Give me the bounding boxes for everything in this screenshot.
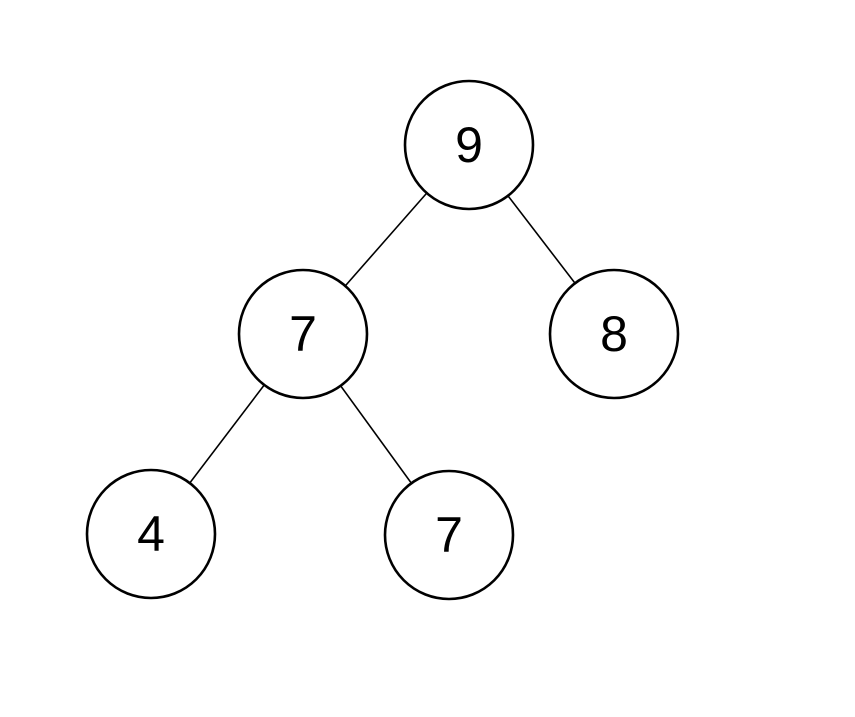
tree-node-root: 9 bbox=[403, 79, 535, 211]
tree-node-left-right: 7 bbox=[383, 469, 515, 601]
tree-node-left-left: 4 bbox=[85, 468, 217, 600]
tree-node-label: 8 bbox=[600, 306, 628, 362]
tree-node-circle bbox=[237, 268, 369, 400]
tree-node-circle bbox=[383, 469, 515, 601]
tree-node-circle bbox=[548, 268, 680, 400]
tree-node-left: 7 bbox=[237, 268, 369, 400]
tree-node-label: 7 bbox=[435, 507, 463, 563]
tree-node-label: 9 bbox=[455, 117, 483, 173]
tree-node-label: 7 bbox=[289, 306, 317, 362]
tree-node-right: 8 bbox=[548, 268, 680, 400]
tree-node-circle bbox=[85, 468, 217, 600]
tree-node-circle bbox=[403, 79, 535, 211]
tree-node-label: 4 bbox=[137, 506, 165, 562]
